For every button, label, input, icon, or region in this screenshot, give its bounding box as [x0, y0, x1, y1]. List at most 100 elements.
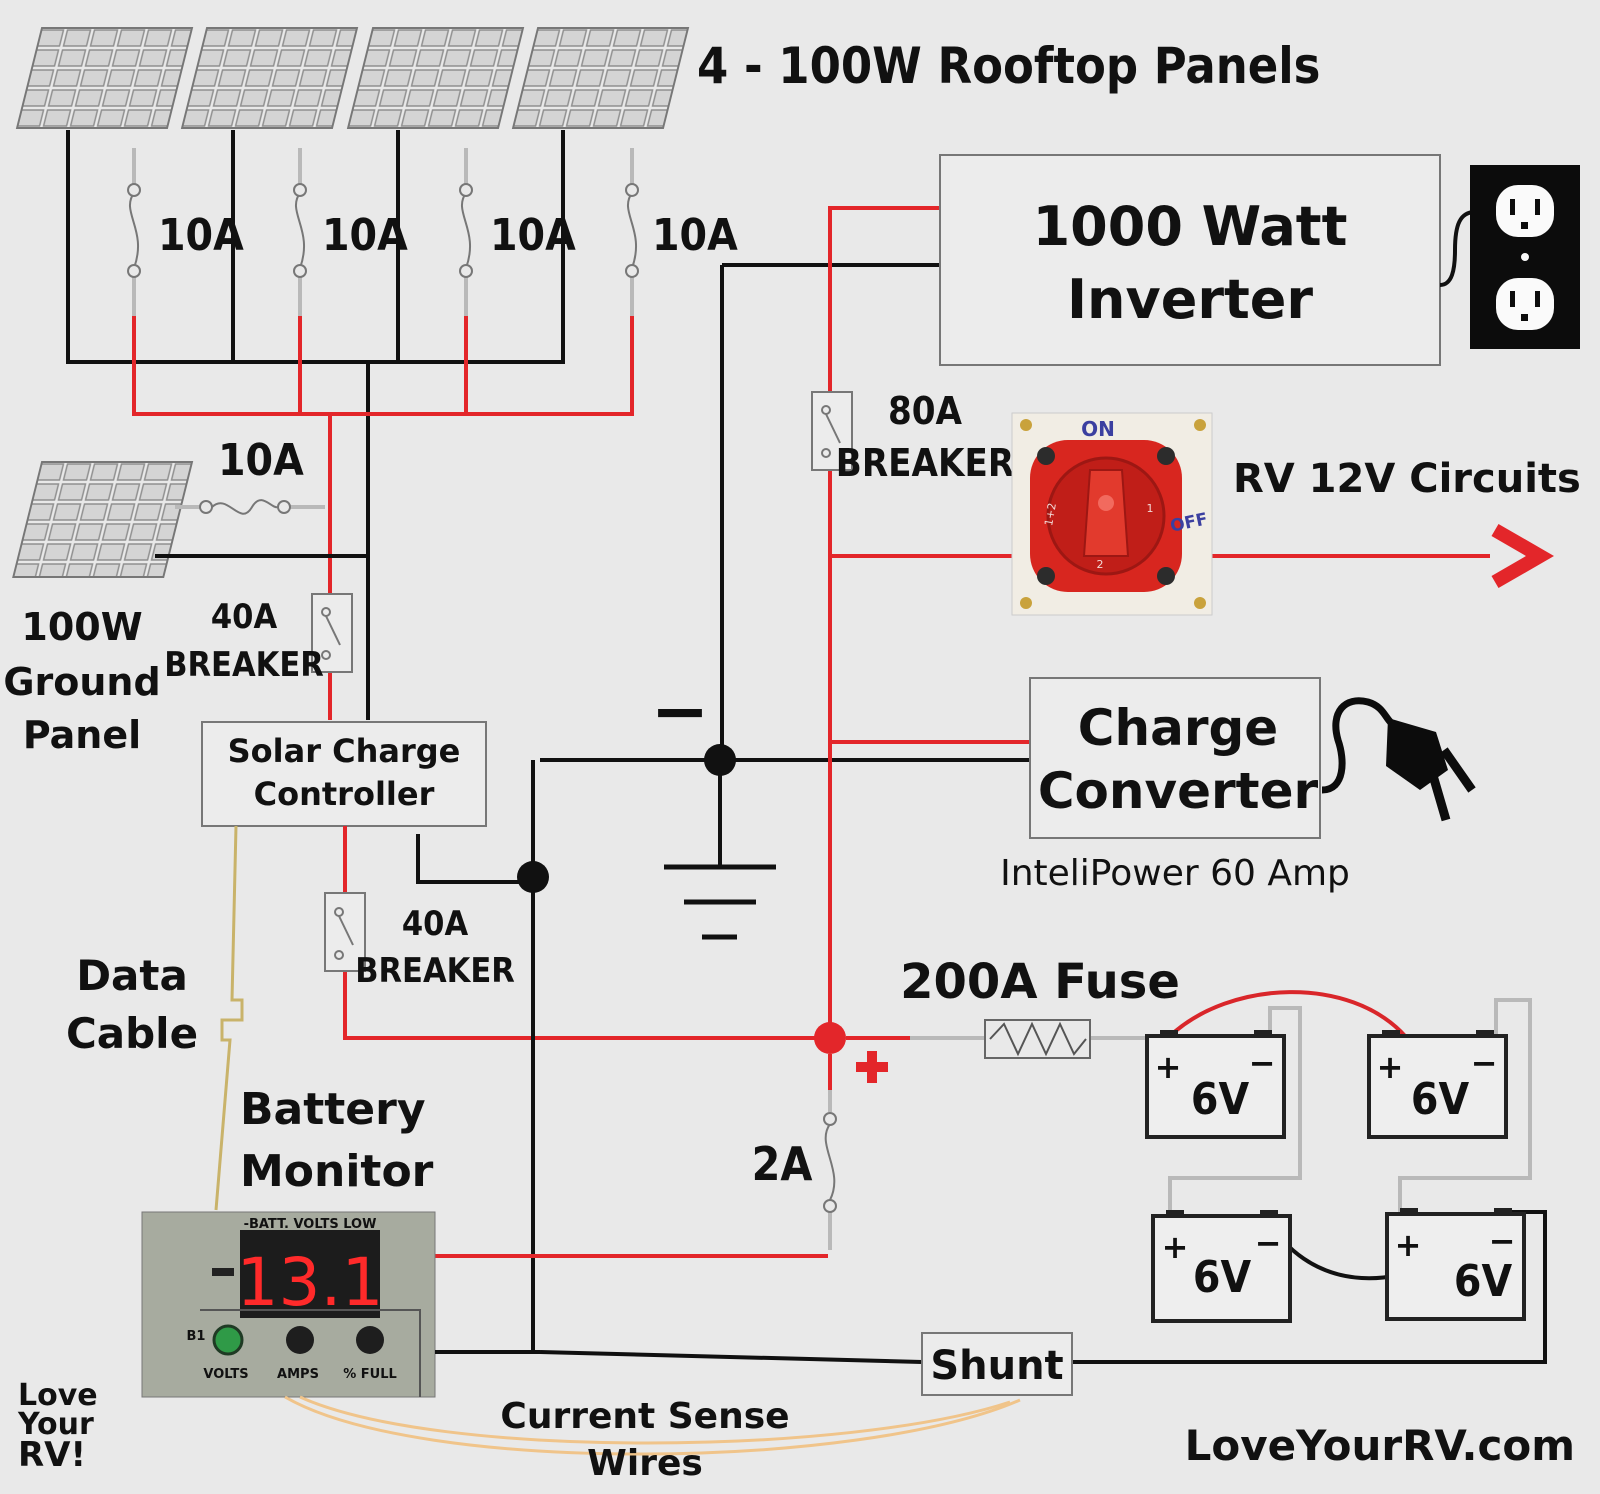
- switch-pos12-label: 1+2: [1042, 502, 1059, 527]
- inverter: [939, 154, 1441, 366]
- battery-disconnect-switch: [1011, 412, 1213, 616]
- fuse-200a: [984, 1019, 1091, 1059]
- ground-panel-fuse: [199, 499, 291, 515]
- brand-logo-line1: Love: [18, 1378, 98, 1413]
- switch-pos1-label: 1: [1147, 502, 1154, 515]
- rooftop-panel-4: [511, 27, 690, 129]
- shunt: [921, 1332, 1073, 1396]
- breaker-40a-top: [311, 593, 353, 673]
- data-cable-label-2: Cable: [66, 1009, 198, 1058]
- positive-junction: [814, 1022, 846, 1054]
- rooftop-fuse-label-3: 10A: [490, 210, 576, 261]
- data-cable: [214, 825, 244, 1211]
- power-plug-icon: [1321, 697, 1476, 822]
- ground-panel-label-line1: 100W: [21, 605, 142, 649]
- negative-junction-upper: [704, 744, 736, 776]
- battery-2: [1367, 1030, 1508, 1139]
- battery-1-label: 6V: [1191, 1074, 1250, 1125]
- charge-converter-line1: Charge: [1078, 699, 1278, 757]
- fuse-2a: [823, 1112, 837, 1213]
- battery-2-label: 6V: [1411, 1074, 1470, 1125]
- battery-series-wire-2: [1398, 998, 1532, 1218]
- ground-panel: [12, 461, 194, 578]
- diagram-title: 4 - 100W Rooftop Panels: [697, 37, 1320, 95]
- battery-4-label: 6V: [1454, 1256, 1513, 1307]
- data-cable-label-1: Data: [76, 951, 188, 1000]
- battery-3-pos: +: [1162, 1228, 1189, 1266]
- breaker-80a-label-1: 80A: [888, 389, 963, 433]
- breaker-80a-label-2: BREAKER: [836, 441, 1014, 485]
- rooftop-panel-2: [180, 27, 359, 129]
- controller-negative-wire: [416, 834, 533, 884]
- positive-bus-wires: [828, 206, 1490, 1038]
- brand-website: LoveYourRV.com: [1185, 1421, 1575, 1470]
- ground-panel-label-line3: Panel: [23, 713, 141, 757]
- rooftop-fuses: [127, 183, 639, 278]
- negative-sign: −: [651, 670, 710, 752]
- battery-3-neg: −: [1255, 1224, 1282, 1262]
- charge-converter-line2: Converter: [1038, 762, 1319, 820]
- fuse-200a-label: 200A Fuse: [900, 954, 1180, 1010]
- battery-monitor-label-1: Battery: [240, 1084, 426, 1135]
- battery-monitor-header: -BATT. VOLTS LOW: [244, 1217, 377, 1232]
- battery-monitor-button-amps: AMPS: [277, 1367, 319, 1382]
- battery-monitor-label-2: Monitor: [240, 1146, 434, 1197]
- battery-3-label: 6V: [1193, 1252, 1252, 1303]
- battery-4-pos: +: [1395, 1226, 1422, 1264]
- charge-converter-model: InteliPower 60 Amp: [1000, 853, 1350, 894]
- breaker-40a-bottom: [324, 892, 366, 972]
- breaker-80a: [811, 391, 853, 471]
- fuse-2a-label: 2A: [752, 1137, 813, 1191]
- rooftop-fuse-label-2: 10A: [322, 210, 408, 261]
- rooftop-fuse-label-1: 10A: [158, 210, 244, 261]
- brand-logo-line3: RV!: [18, 1435, 86, 1475]
- inverter-outlet-cord: [1439, 210, 1476, 287]
- inverter-line2: Inverter: [1067, 268, 1313, 331]
- brand-logo-line2: Your: [17, 1407, 94, 1442]
- rooftop-fuse-label-4: 10A: [652, 210, 738, 261]
- ac-outlet-icon: [1470, 165, 1580, 349]
- shunt-label: Shunt: [930, 1343, 1063, 1389]
- battery-1: [1145, 1030, 1286, 1139]
- switch-on-label: ON: [1081, 417, 1115, 441]
- positive-terminal-plus-icon: [856, 1051, 888, 1083]
- rooftop-negative-wires: [66, 130, 565, 720]
- current-sense-wire-2: [299, 1395, 1011, 1445]
- current-sense-wire-1: [284, 1395, 1021, 1456]
- battery-2-neg: −: [1471, 1044, 1498, 1082]
- battery-positive-jumper: [1168, 990, 1407, 1038]
- battery-4-neg: −: [1489, 1222, 1516, 1260]
- charge-converter: [1029, 677, 1321, 839]
- battery-1-neg: −: [1249, 1044, 1276, 1082]
- battery-4: [1385, 1208, 1526, 1321]
- ground-panel-fuse-label: 10A: [218, 435, 304, 486]
- brand-logo: Love Your RV!: [17, 1378, 98, 1475]
- battery-3: [1151, 1210, 1292, 1323]
- rooftop-panel-1: [15, 27, 194, 129]
- battery-1-pos: +: [1155, 1048, 1182, 1086]
- battery-2-pos: +: [1377, 1048, 1404, 1086]
- current-sense-label-1: Current Sense: [500, 1396, 789, 1437]
- rooftop-panel-3: [346, 27, 525, 129]
- ground-symbol: [664, 864, 776, 940]
- solar-charge-controller: [201, 721, 487, 827]
- breaker-40a-top-label-1: 40A: [211, 597, 278, 637]
- ground-panel-label-line2: Ground: [3, 660, 160, 704]
- battery-monitor-button-full: % FULL: [343, 1367, 397, 1382]
- monitor-negative-wire: [435, 1350, 923, 1364]
- solar-charge-controller-line2: Controller: [254, 775, 435, 813]
- negative-junction-lower: [517, 861, 549, 893]
- battery-monitor-button-volts: VOLTS: [203, 1367, 248, 1382]
- battery-monitor-led-label: B1: [187, 1329, 206, 1344]
- battery-monitor-reading: 13.1: [237, 1244, 384, 1321]
- battery-monitor: [141, 1211, 436, 1398]
- rv-circuits-label: RV 12V Circuits: [1233, 456, 1581, 502]
- solar-charge-controller-line1: Solar Charge: [228, 732, 461, 770]
- inverter-line1: 1000 Watt: [1033, 195, 1348, 258]
- switch-pos2-label: 2: [1097, 558, 1104, 571]
- breaker-40a-top-label-2: BREAKER: [164, 645, 324, 685]
- battery-series-wire-1: [1168, 1006, 1302, 1218]
- breaker-40a-bottom-label-2: BREAKER: [355, 951, 515, 991]
